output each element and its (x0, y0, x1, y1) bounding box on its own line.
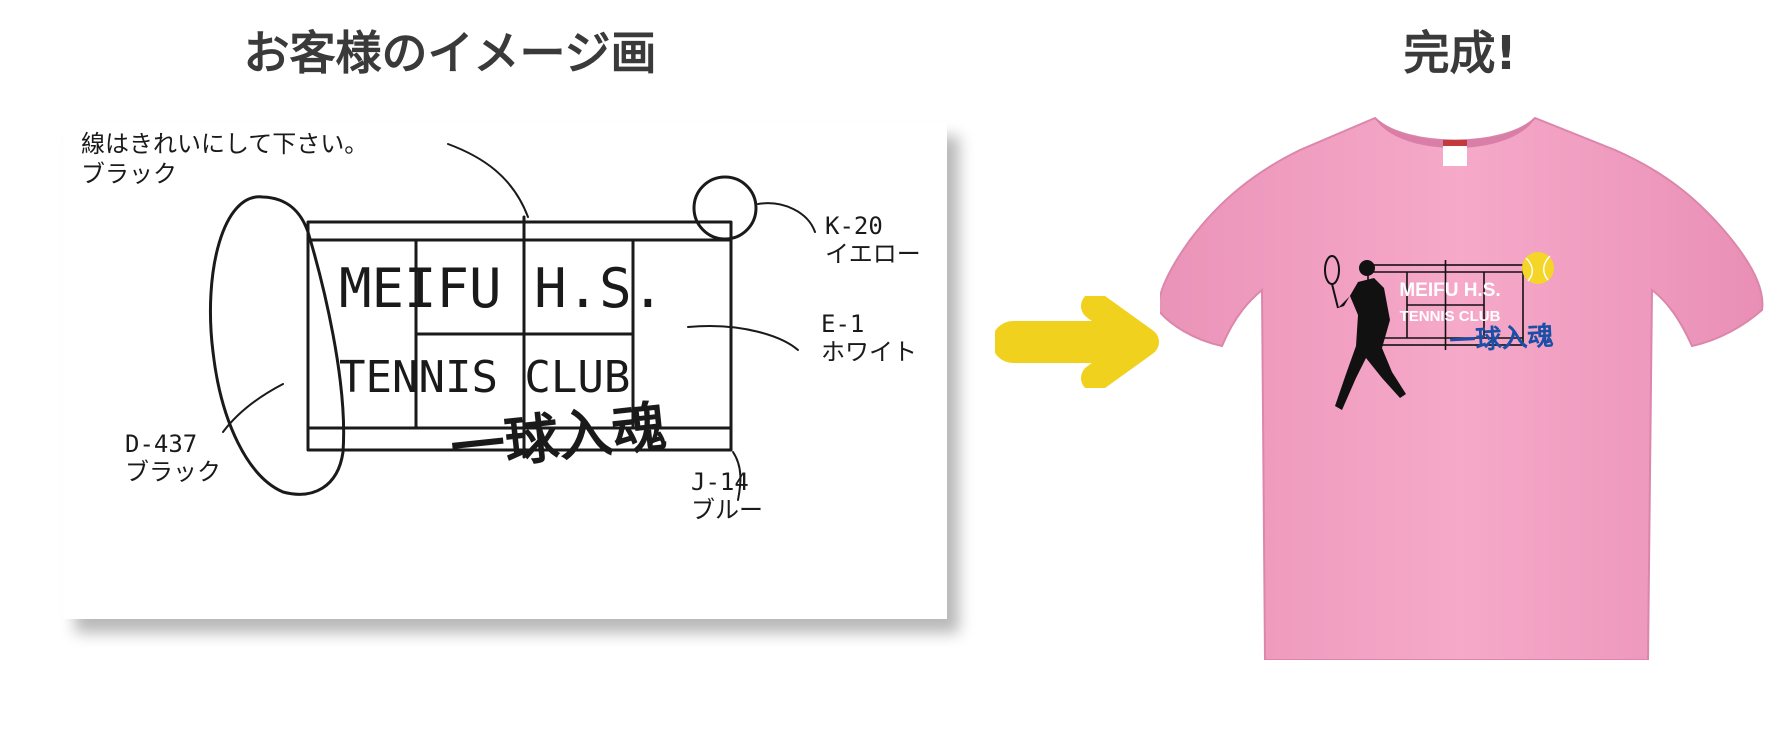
top-note-leader (447, 143, 529, 218)
text-leader (687, 325, 799, 351)
shirt-text-line1: MEIFU H.S. (1399, 280, 1500, 301)
ball-color: イエロー (825, 240, 921, 268)
shirt-body (1160, 116, 1764, 660)
player-outline (209, 195, 346, 496)
text-code: E-1 (821, 310, 864, 338)
right-arrow-icon (995, 296, 1159, 388)
shirt-kanji-slogan: 一球入魂 (1449, 322, 1554, 357)
ball-leader (757, 202, 816, 233)
top-note-line2: ブラック (81, 160, 177, 188)
sketch-text-line1: MEIFU H.S. (339, 257, 664, 320)
player-color: ブラック (125, 458, 221, 486)
text-color: ホワイト (821, 338, 917, 366)
shirt-label-stripe (1443, 140, 1467, 146)
player-leader (222, 383, 284, 433)
finished-tshirt: MEIFU H.S. TENNIS CLUB 一球入魂 (1160, 116, 1764, 660)
sketch-kanji-slogan: 一球入魂 (448, 395, 669, 480)
slogan-code: J-14 (691, 468, 749, 496)
top-note-line1: 線はきれいにして下さい。 (81, 130, 368, 158)
sketch-drawing: MEIFU H.S. TENNIS CLUB 一球入魂 線はきれいにして下さい。… (81, 130, 921, 524)
player-code: D-437 (125, 430, 197, 458)
tennis-player-icon (1324, 255, 1406, 410)
sketch-text-line2: TENNIS CLUB (339, 352, 630, 403)
ball-outline (692, 175, 758, 241)
customer-sketch-card: MEIFU H.S. TENNIS CLUB 一球入魂 線はきれいにして下さい。… (63, 122, 947, 619)
slogan-color: ブルー (691, 496, 763, 524)
shirt-text-line2: TENNIS CLUB (1400, 308, 1501, 325)
slogan-leader (732, 451, 742, 501)
shirt-collar (1375, 118, 1535, 148)
customer-image-title: お客様のイメージ画 (243, 26, 657, 80)
ball-code: K-20 (825, 212, 883, 240)
completed-title: 完成! (1403, 26, 1517, 80)
court-lines (306, 215, 733, 459)
